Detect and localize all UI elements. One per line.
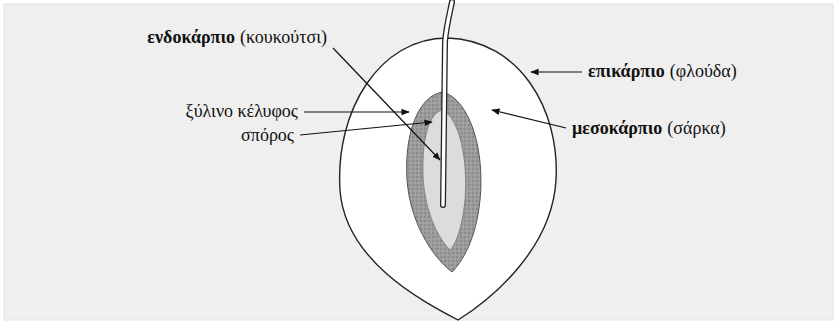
part-name: μεσοκάρπιο	[572, 117, 662, 139]
label-group: μεσοκάρπιο(σάρκα)	[572, 117, 726, 139]
leader-arrow	[300, 122, 432, 135]
label-group: σπόρος	[241, 124, 294, 146]
leader-arrow	[333, 48, 440, 160]
stem-fill	[443, 2, 452, 205]
epicarp-outline	[340, 38, 557, 320]
background-panel	[4, 4, 833, 320]
leader-arrow	[492, 110, 566, 128]
part-note: (φλούδα)	[670, 60, 737, 82]
part-note: σπόρος	[241, 124, 294, 146]
leader-arrow	[531, 71, 582, 72]
label-group: επικάρπιο(φλούδα)	[588, 60, 737, 82]
part-note: (σάρκα)	[667, 117, 725, 139]
part-note: (κουκούτσι)	[240, 26, 327, 48]
part-note: ξύλινο κέλυφος	[186, 100, 298, 122]
label-group: ενδοκάρπιο(κουκούτσι)	[147, 26, 327, 48]
leader-arrow	[304, 111, 409, 112]
part-name: ενδοκάρπιο	[147, 26, 235, 48]
label-group: ξύλινο κέλυφος	[186, 100, 298, 122]
stem-outline	[443, 2, 452, 205]
part-name: επικάρπιο	[588, 60, 665, 82]
